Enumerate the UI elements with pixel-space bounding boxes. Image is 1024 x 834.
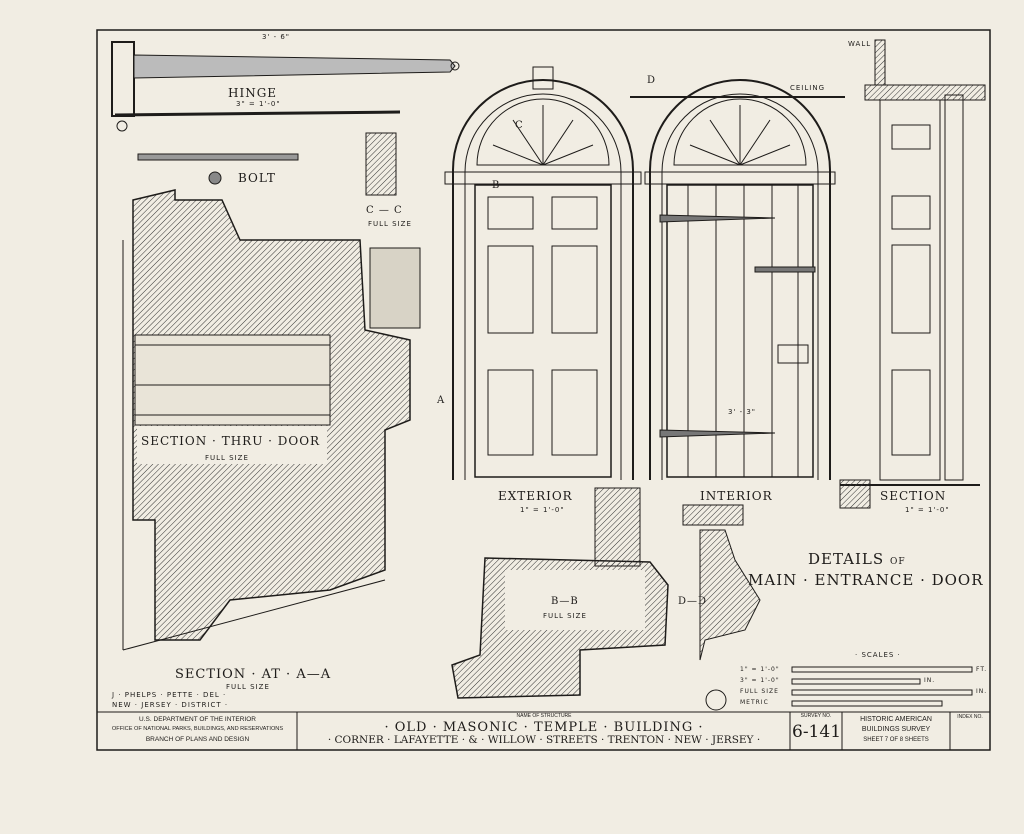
marker-d: D xyxy=(647,75,657,86)
bolt-title: BOLT xyxy=(238,171,276,185)
heading-of: OF xyxy=(889,557,906,567)
door-section-drawing xyxy=(839,39,986,509)
hinge-dimension: 3' - 6" xyxy=(262,33,291,41)
seal-mark xyxy=(705,689,727,711)
exterior-scale: 1" = 1'-0" xyxy=(520,506,565,514)
survey-label: SURVEY NO. xyxy=(800,713,832,719)
scale-row-2: 3" = 1'-0" xyxy=(740,677,780,684)
agency-line-1: U.S. DEPARTMENT OF THE INTERIOR xyxy=(139,716,256,723)
scale-row-3: FULL SIZE xyxy=(740,688,779,695)
hinge-scale: 3" = 1'-0" xyxy=(236,100,281,108)
cc-title: C — C xyxy=(366,205,403,216)
section-title: SECTION xyxy=(880,489,947,503)
ceiling-label: CEILING xyxy=(790,84,825,92)
exterior-door-drawing xyxy=(444,66,642,480)
heading-details: DETAILS OF xyxy=(808,550,906,568)
delineator-name: J · PHELPS · PETTE · DEL · xyxy=(112,691,227,699)
structure-label: NAME OF STRUCTURE xyxy=(516,713,572,719)
agency-line-3: BRANCH OF PLANS AND DESIGN xyxy=(145,736,250,743)
marker-b: B xyxy=(492,180,501,191)
bolt-drawing xyxy=(137,153,299,185)
scales-title: · SCALES · xyxy=(855,651,901,659)
exterior-title: EXTERIOR xyxy=(498,489,573,503)
marker-a: A xyxy=(437,395,446,406)
habs-line-1: HISTORIC AMERICAN xyxy=(860,716,932,723)
cc-scale: FULL SIZE xyxy=(368,220,412,228)
structure-name: · OLD · MASONIC · TEMPLE · BUILDING · xyxy=(384,720,704,735)
agency-line-2: OFFICE OF NATIONAL PARKS, BUILDINGS, AND… xyxy=(111,726,284,732)
marker-c: C xyxy=(515,120,524,131)
bb-scale: FULL SIZE xyxy=(543,612,587,620)
dd-profile xyxy=(699,529,761,661)
section-aa-title: SECTION · AT · A—A xyxy=(175,667,332,682)
section-aa-scale: FULL SIZE xyxy=(226,683,270,691)
heading-main-entrance: MAIN · ENTRANCE · DOOR xyxy=(748,571,984,589)
survey-number: 6-141 xyxy=(792,722,842,742)
heading-line1: DETAILS xyxy=(808,550,885,568)
cc-detail xyxy=(365,132,397,196)
hinge-drawing xyxy=(111,41,460,132)
scale-unit-1: FT. xyxy=(976,666,988,673)
section-door-title: SECTION · THRU · DOOR xyxy=(141,434,321,448)
delineator-district: NEW · JERSEY · DISTRICT · xyxy=(112,701,229,709)
structure-location: · CORNER · LAFAYETTE · & · WILLOW · STRE… xyxy=(327,734,761,746)
interior-door-drawing xyxy=(630,79,845,480)
bb-title: B—B xyxy=(551,596,579,607)
sheet-number: SHEET 7 OF 8 SHEETS xyxy=(863,737,929,743)
dd-title: D—D xyxy=(678,596,708,607)
section-scale: 1" = 1'-0" xyxy=(905,506,950,514)
habs-line-2: BUILDINGS SURVEY xyxy=(861,726,931,733)
interior-dimension: 3' - 3" xyxy=(728,408,757,416)
interior-title: INTERIOR xyxy=(700,489,773,503)
graphic-scales xyxy=(791,666,973,707)
index-label: INDEX NO. xyxy=(957,714,983,720)
scale-row-4: METRIC xyxy=(740,699,769,706)
sheet-border xyxy=(96,29,991,751)
hinge-title: HINGE xyxy=(228,86,278,100)
scale-row-1: 1" = 1'-0" xyxy=(740,666,780,673)
section-door-scale: FULL SIZE xyxy=(205,454,249,462)
scale-unit-3: IN. xyxy=(976,688,988,695)
scale-unit-2: IN. xyxy=(924,677,936,684)
wall-label: WALL xyxy=(848,40,872,48)
